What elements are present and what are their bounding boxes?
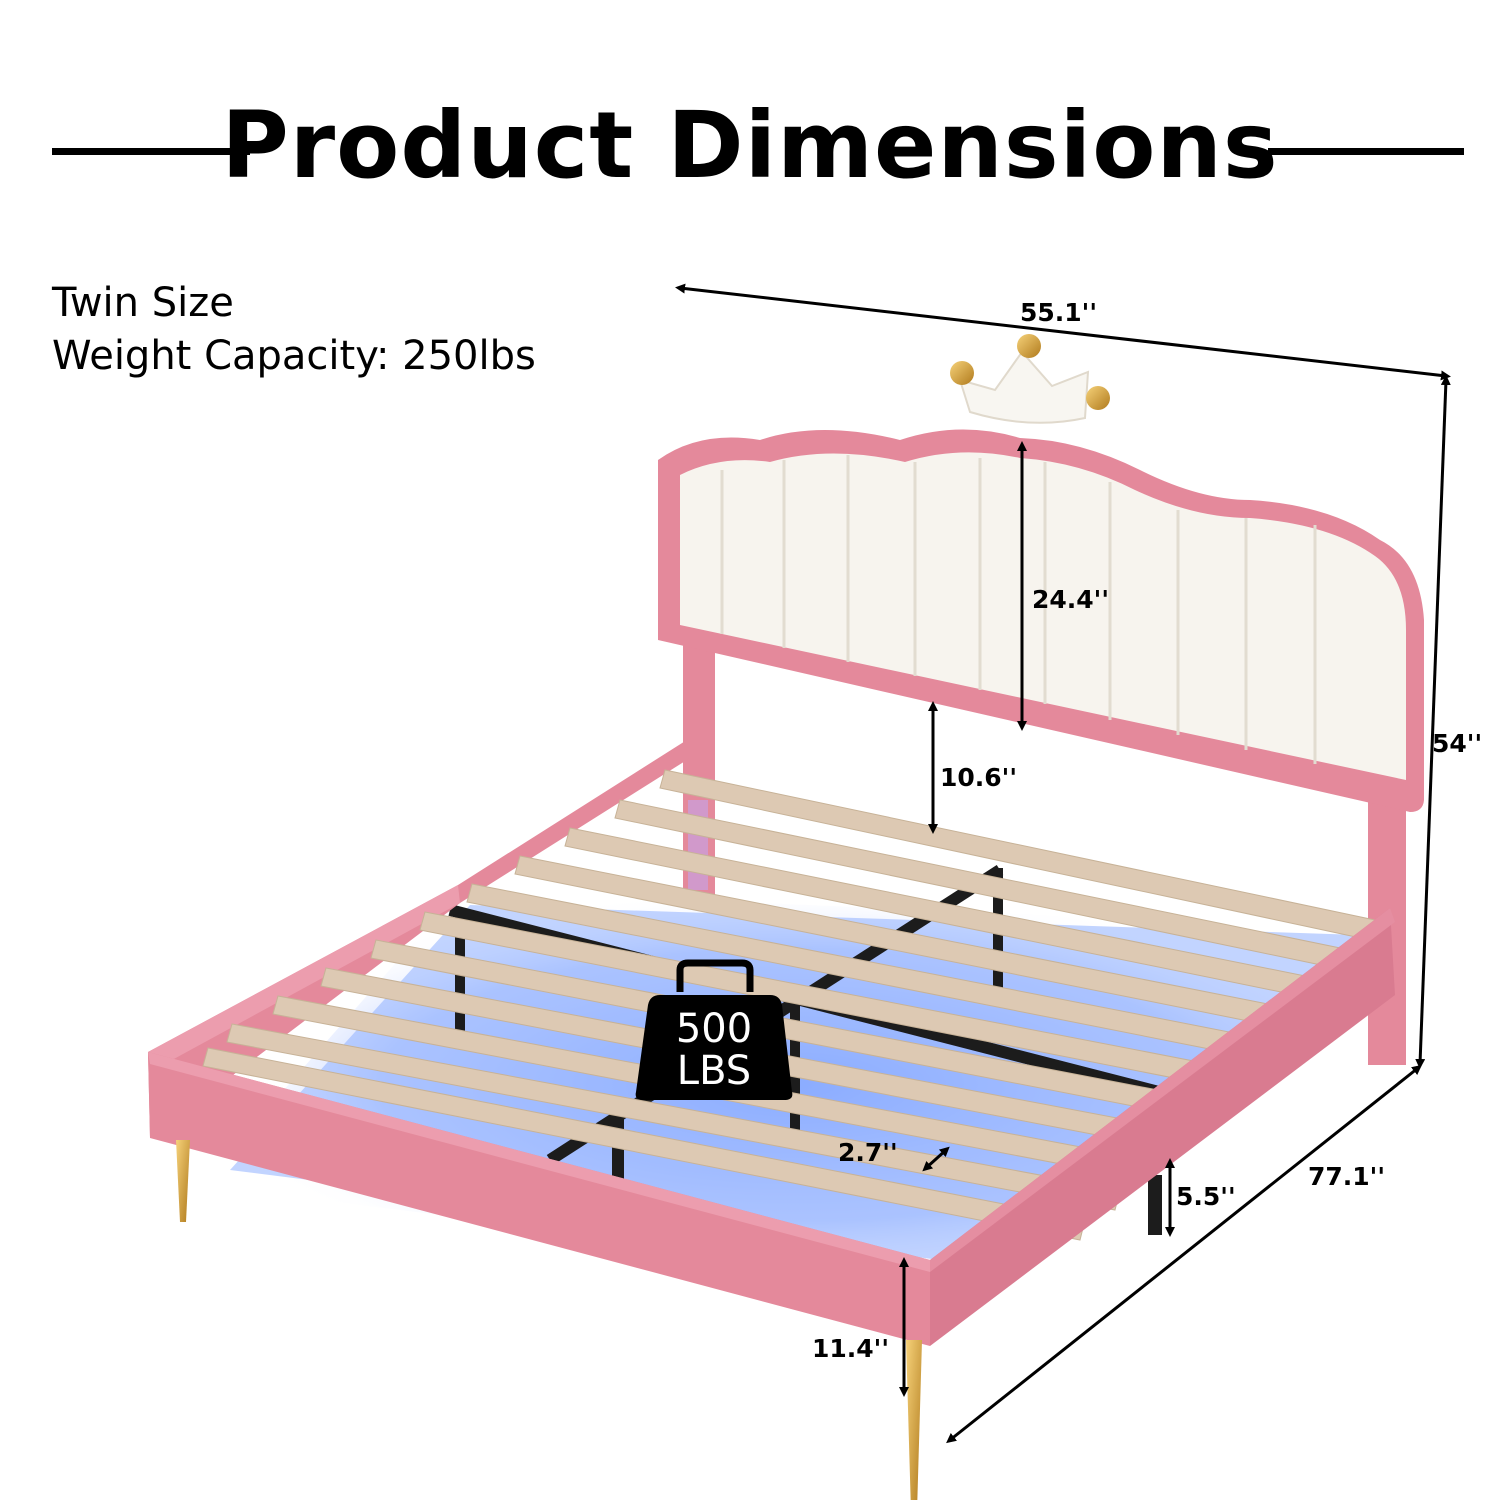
badge-weight-unit: LBS: [676, 1048, 752, 1094]
weight-capacity-label: Weight Capacity: 250lbs: [52, 333, 536, 379]
height-dimension-line: [1415, 375, 1451, 1069]
gold-leg-front: [906, 1340, 922, 1500]
dim-slat-gap: 2.7'': [838, 1138, 898, 1167]
badge-weight-number: 500: [675, 1006, 753, 1052]
title-rule-left: [52, 148, 250, 155]
title-rule-right: [1268, 148, 1464, 155]
dim-headboard-gap: 10.6'': [940, 763, 1017, 792]
dim-headboard-height: 24.4'': [1032, 585, 1109, 614]
page-title: Product Dimensions: [221, 92, 1279, 199]
bed-size-label: Twin Size: [52, 280, 234, 326]
headboard: [658, 429, 1424, 812]
foot-rail: [148, 1052, 930, 1346]
dim-under-bed-clearance: 5.5'': [1176, 1182, 1236, 1211]
gold-leg-left: [176, 1140, 190, 1222]
crown-ornament: [950, 334, 1110, 424]
length-dimension-line: [946, 1064, 1422, 1444]
weight-badge: [635, 959, 793, 1100]
dim-side-rail-height: 11.4'': [812, 1334, 889, 1363]
width-dimension-line: [675, 283, 1451, 381]
slat-gap-dimension-line: [922, 1146, 950, 1172]
dim-overall-height: 54'': [1432, 729, 1483, 758]
crown-ball-right: [1086, 386, 1110, 410]
crown-ball-center: [1017, 334, 1041, 358]
dim-overall-width: 55.1'': [1020, 298, 1097, 327]
dimension-lines: [675, 283, 1451, 1444]
crown-ball-left: [950, 361, 974, 385]
dim-overall-length: 77.1'': [1308, 1162, 1385, 1191]
